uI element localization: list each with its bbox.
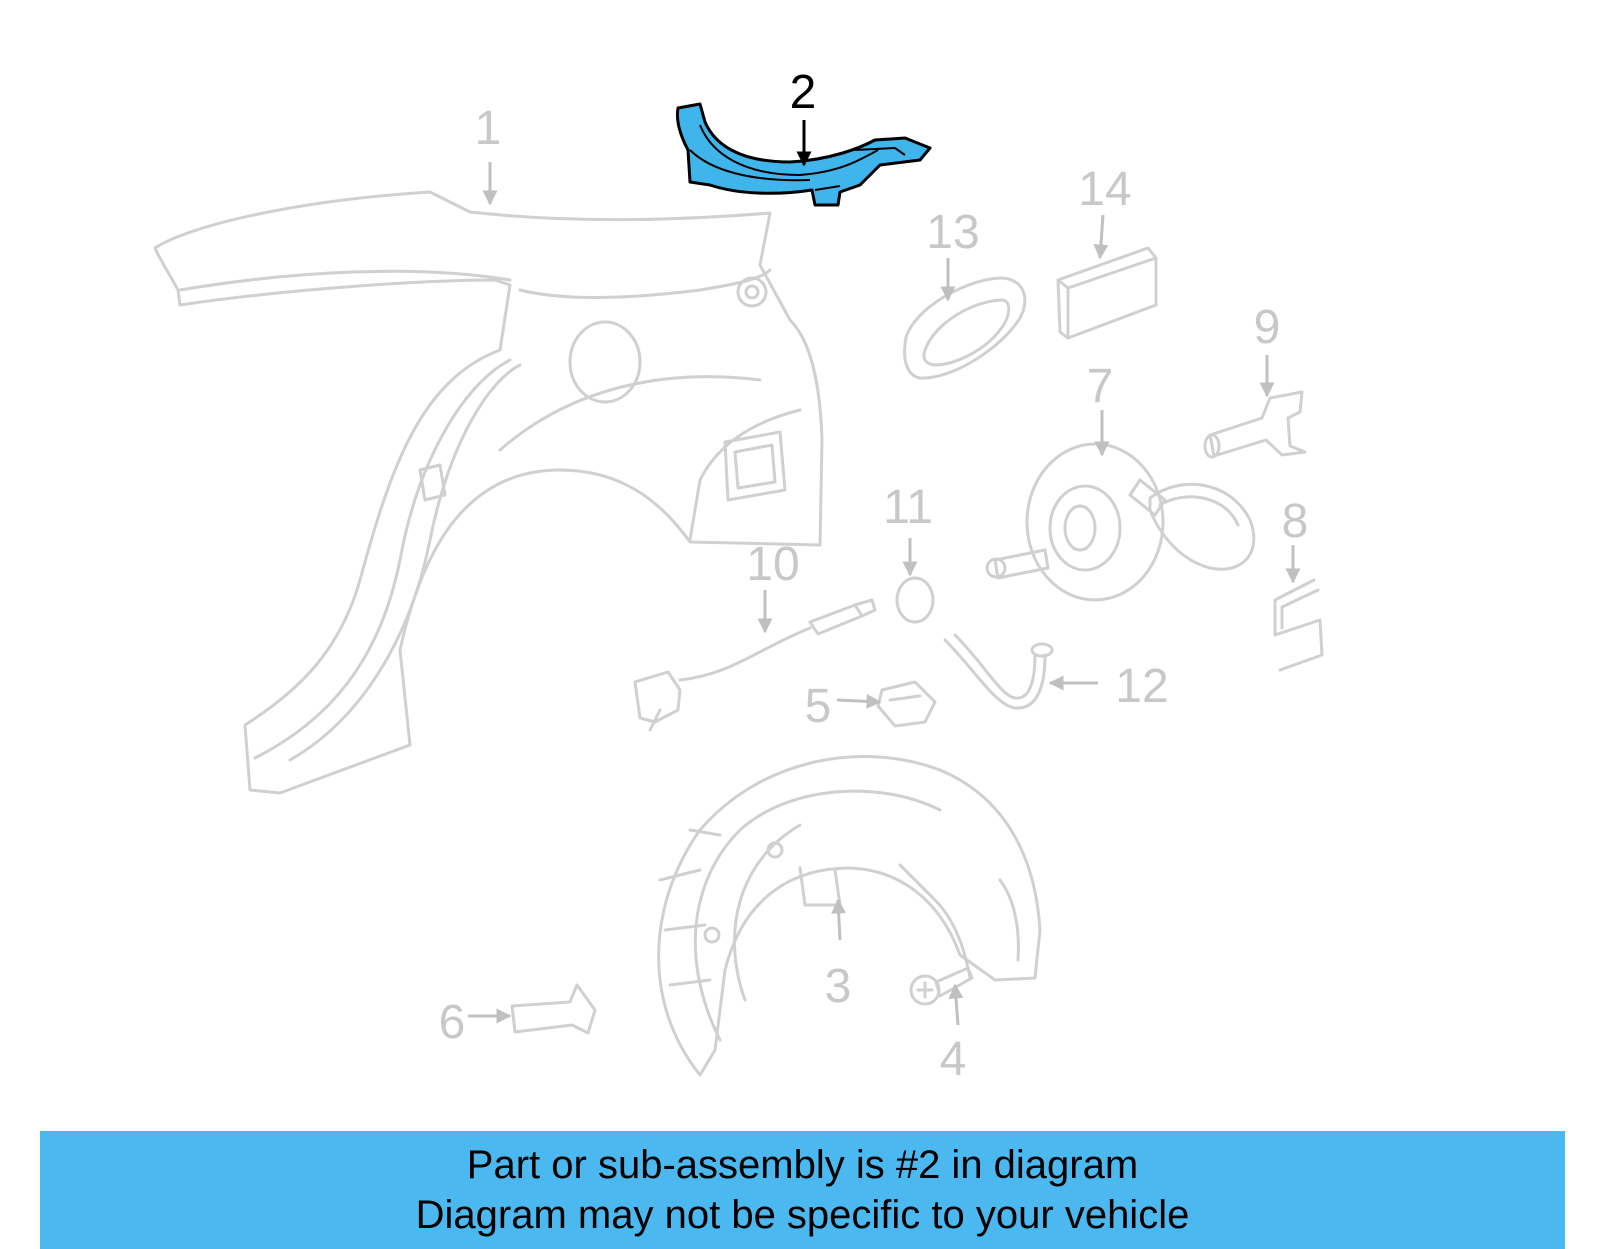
callout-6: 6 [439,996,466,1049]
callout-8: 8 [1282,495,1309,548]
part-4-screw [909,966,974,1006]
callout-10: 10 [746,538,799,591]
arrow-5 [836,693,882,709]
callout-13: 13 [926,206,979,259]
info-banner: Part or sub-assembly is #2 in diagram Di… [40,1131,1565,1249]
callout-11: 11 [883,481,933,534]
part-9-hinge [1203,390,1307,459]
part-8-spring [1273,578,1324,672]
banner-line-1: Part or sub-assembly is #2 in diagram [466,1143,1139,1187]
callout-1: 1 [475,102,502,155]
part-2-bracket[interactable] [676,102,932,207]
banner-line-2: Diagram may not be specific to your vehi… [415,1193,1190,1237]
part-1-quarter-panel [153,190,824,795]
callout-4: 4 [940,1033,967,1086]
part-7-fuel-door [985,442,1256,602]
part-11-grommet [895,576,935,624]
callout-14: 14 [1078,163,1131,216]
callout-9: 9 [1254,301,1281,354]
part-14-pad [1056,246,1158,340]
callout-5: 5 [805,680,832,733]
part-5-clip [876,680,937,728]
callout-2[interactable]: 2 [790,66,817,119]
arrow-3 [831,898,847,941]
part-3-wheel-liner [657,755,1042,1077]
part-6-tab [510,983,597,1035]
leader-arrows [468,120,1301,1026]
callout-3: 3 [825,960,852,1013]
callout-12: 12 [1115,660,1168,713]
part-10-actuator [633,598,877,732]
callout-7: 7 [1087,360,1114,413]
part-13-housing [903,276,1027,380]
callout-labels: 1 2 3 4 5 6 7 8 9 10 11 12 13 14 [439,66,1309,1086]
part-12-hose [943,633,1054,710]
arrow-4 [948,983,964,1026]
arrow-14 [1093,214,1109,260]
parts-diagram: 1 2 3 4 5 6 7 8 9 10 11 12 13 14 [153,66,1324,1086]
